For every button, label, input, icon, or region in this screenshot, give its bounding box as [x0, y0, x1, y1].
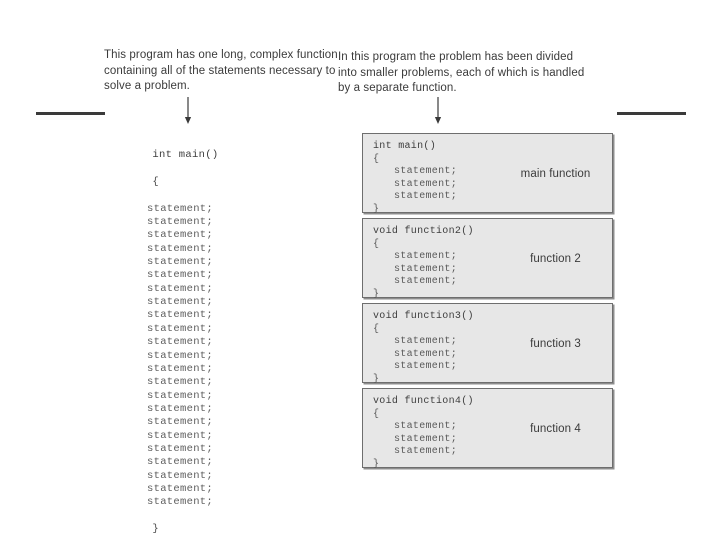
function-box: void function3(){statement;statement;sta…: [362, 303, 613, 385]
function-code: void function4(){statement;statement;sta…: [373, 396, 474, 472]
right-divider-rule: [617, 112, 686, 115]
function-close-brace: }: [373, 373, 380, 385]
function-statement: statement;: [394, 433, 458, 445]
function-label: main function: [520, 168, 591, 180]
function-label: function 3: [530, 338, 581, 350]
left-code-statement: statement;: [147, 216, 214, 229]
left-code-signature: int main(): [152, 149, 219, 162]
function-box: int main(){statement;statement;statement…: [362, 133, 613, 215]
function-box: void function4(){statement;statement;sta…: [362, 388, 613, 470]
left-code-statement: statement;: [147, 376, 214, 389]
left-code-statement: statement;: [147, 496, 214, 509]
left-code-statement: statement;: [147, 389, 214, 402]
function-statement: statement;: [394, 263, 458, 275]
right-down-arrow-icon: [433, 97, 443, 124]
function-code: void function2(){statement;statement;sta…: [373, 226, 474, 302]
function-signature: void function2(): [373, 226, 474, 237]
left-code-statement: statement;: [147, 442, 214, 455]
function-statement: statement;: [394, 251, 458, 263]
left-code-statement: statement;: [147, 349, 214, 362]
function-signature: int main(): [373, 141, 437, 152]
left-code-statement: statement;: [147, 416, 214, 429]
left-code-statement: statement;: [147, 456, 214, 469]
left-code-statement: statement;: [147, 202, 214, 215]
left-code-statement: statement;: [147, 336, 214, 349]
left-code-statement: statement;: [147, 269, 214, 282]
function-signature: void function4(): [373, 396, 474, 407]
function-close-brace: }: [373, 288, 380, 300]
function-statement: statement;: [394, 276, 458, 288]
function-statement: statement;: [394, 191, 458, 203]
left-code-statement: statement;: [147, 362, 214, 375]
left-code-close-brace: }: [152, 522, 160, 535]
left-divider-rule: [36, 112, 105, 115]
left-code-statement: statement;: [147, 322, 214, 335]
modular-function-stack: int main(){statement;statement;statement…: [362, 133, 613, 473]
function-code: void function3(){statement;statement;sta…: [373, 311, 474, 387]
function-statement: statement;: [394, 421, 458, 433]
function-statement: statement;: [394, 166, 458, 178]
left-code-statement: statement;: [147, 309, 214, 322]
function-label: function 2: [530, 253, 581, 265]
function-statement: statement;: [394, 348, 458, 360]
function-open-brace: {: [373, 238, 380, 250]
left-code-statement: statement;: [147, 229, 214, 242]
left-code-statement: statement;: [147, 242, 214, 255]
function-statement: statement;: [394, 446, 458, 458]
left-down-arrow-icon: [183, 97, 193, 124]
left-code-statement: statement;: [147, 429, 214, 442]
function-box: void function2(){statement;statement;sta…: [362, 218, 613, 300]
function-statement: statement;: [394, 361, 458, 373]
function-code: int main(){statement;statement;statement…: [373, 141, 457, 217]
function-open-brace: {: [373, 323, 380, 335]
left-code-open-brace: {: [152, 176, 160, 189]
function-statement: statement;: [394, 178, 458, 190]
left-code-statement: statement;: [147, 482, 214, 495]
left-code-statement: statement;: [147, 296, 214, 309]
right-caption: In this program the problem has been div…: [338, 51, 585, 94]
left-caption: This program has one long, complex funct…: [104, 49, 338, 92]
left-code-statement: statement;: [147, 256, 214, 269]
left-code-statement-list: statement;statement;statement;statement;…: [126, 203, 218, 510]
monolithic-program-code: int main() { statement;statement;stateme…: [126, 136, 218, 550]
left-code-statement: statement;: [147, 402, 214, 415]
function-label: function 4: [530, 423, 581, 435]
function-statement: statement;: [394, 336, 458, 348]
function-open-brace: {: [373, 153, 380, 165]
function-close-brace: }: [373, 203, 380, 215]
left-code-statement: statement;: [147, 282, 214, 295]
function-close-brace: }: [373, 458, 380, 470]
left-code-statement: statement;: [147, 469, 214, 482]
function-signature: void function3(): [373, 311, 474, 322]
function-open-brace: {: [373, 408, 380, 420]
